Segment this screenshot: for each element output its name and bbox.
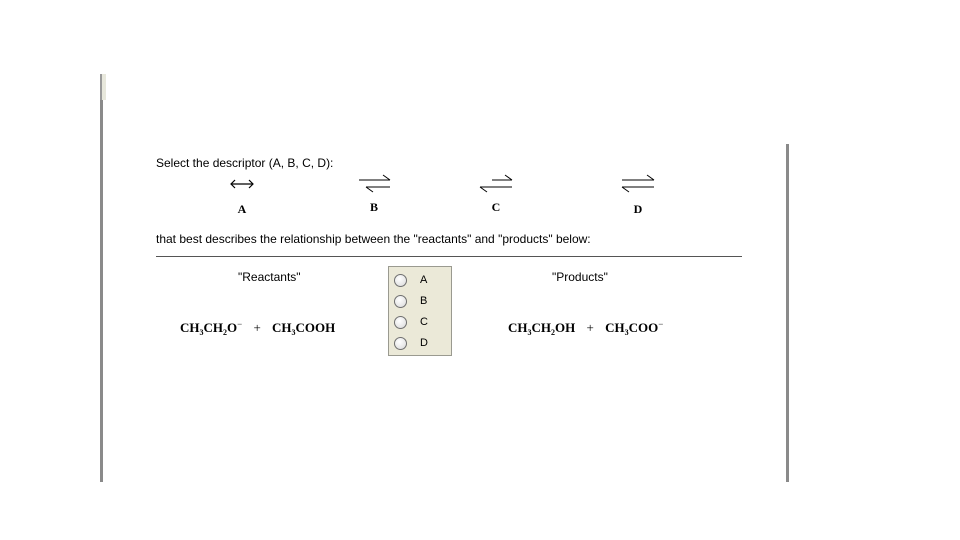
descriptor-b: B (344, 172, 404, 215)
radio-c[interactable] (394, 315, 407, 329)
equilibrium-harpoons-icon (359, 174, 391, 193)
products-plus: + (586, 320, 594, 335)
radio-b[interactable] (394, 294, 407, 308)
choice-b[interactable]: B (394, 291, 448, 311)
descriptor-d: D (608, 172, 668, 217)
frame-border-left (100, 74, 103, 482)
choice-a[interactable]: A (394, 270, 448, 290)
question-text: that best describes the relationship bet… (156, 232, 591, 246)
product-ethanol: CH3CH2OH (508, 320, 576, 337)
descriptor-c: C (466, 172, 526, 215)
equilibrium-harpoons-reverse-icon (479, 174, 513, 193)
reactants-heading: "Reactants" (238, 270, 301, 284)
double-headed-arrow-icon (230, 179, 254, 189)
products-heading: "Products" (552, 270, 608, 284)
choice-c-label: C (420, 316, 428, 328)
choice-b-label: B (420, 295, 428, 307)
reactants-equation: CH3CH2O− + CH3COOH (180, 319, 335, 337)
descriptor-b-label: B (369, 200, 378, 214)
frame-scroll-handle[interactable] (100, 74, 106, 100)
radio-a[interactable] (394, 273, 407, 287)
descriptor-a: A (212, 172, 272, 217)
radio-d[interactable] (394, 336, 407, 350)
choice-d-label: D (420, 337, 428, 349)
reactant-ethoxide: CH3CH2O− (180, 319, 243, 337)
products-equation: CH3CH2OH + CH3COO− (508, 319, 663, 337)
choice-c[interactable]: C (394, 312, 448, 332)
equilibrium-harpoons-equal-icon (621, 174, 655, 193)
choice-d[interactable]: D (394, 333, 448, 353)
choice-a-label: A (420, 274, 428, 286)
choice-box: A B C D (388, 266, 452, 356)
frame-border-right (786, 144, 789, 482)
reactants-plus: + (253, 320, 261, 335)
descriptor-d-label: D (633, 202, 643, 216)
descriptor-a-label: A (237, 202, 247, 216)
product-acetate: CH3COO− (605, 319, 664, 337)
descriptor-c-label: C (491, 200, 501, 214)
reactant-acetic-acid: CH3COOH (272, 320, 336, 337)
prompt-text: Select the descriptor (A, B, C, D): (156, 156, 334, 170)
divider (156, 256, 742, 257)
